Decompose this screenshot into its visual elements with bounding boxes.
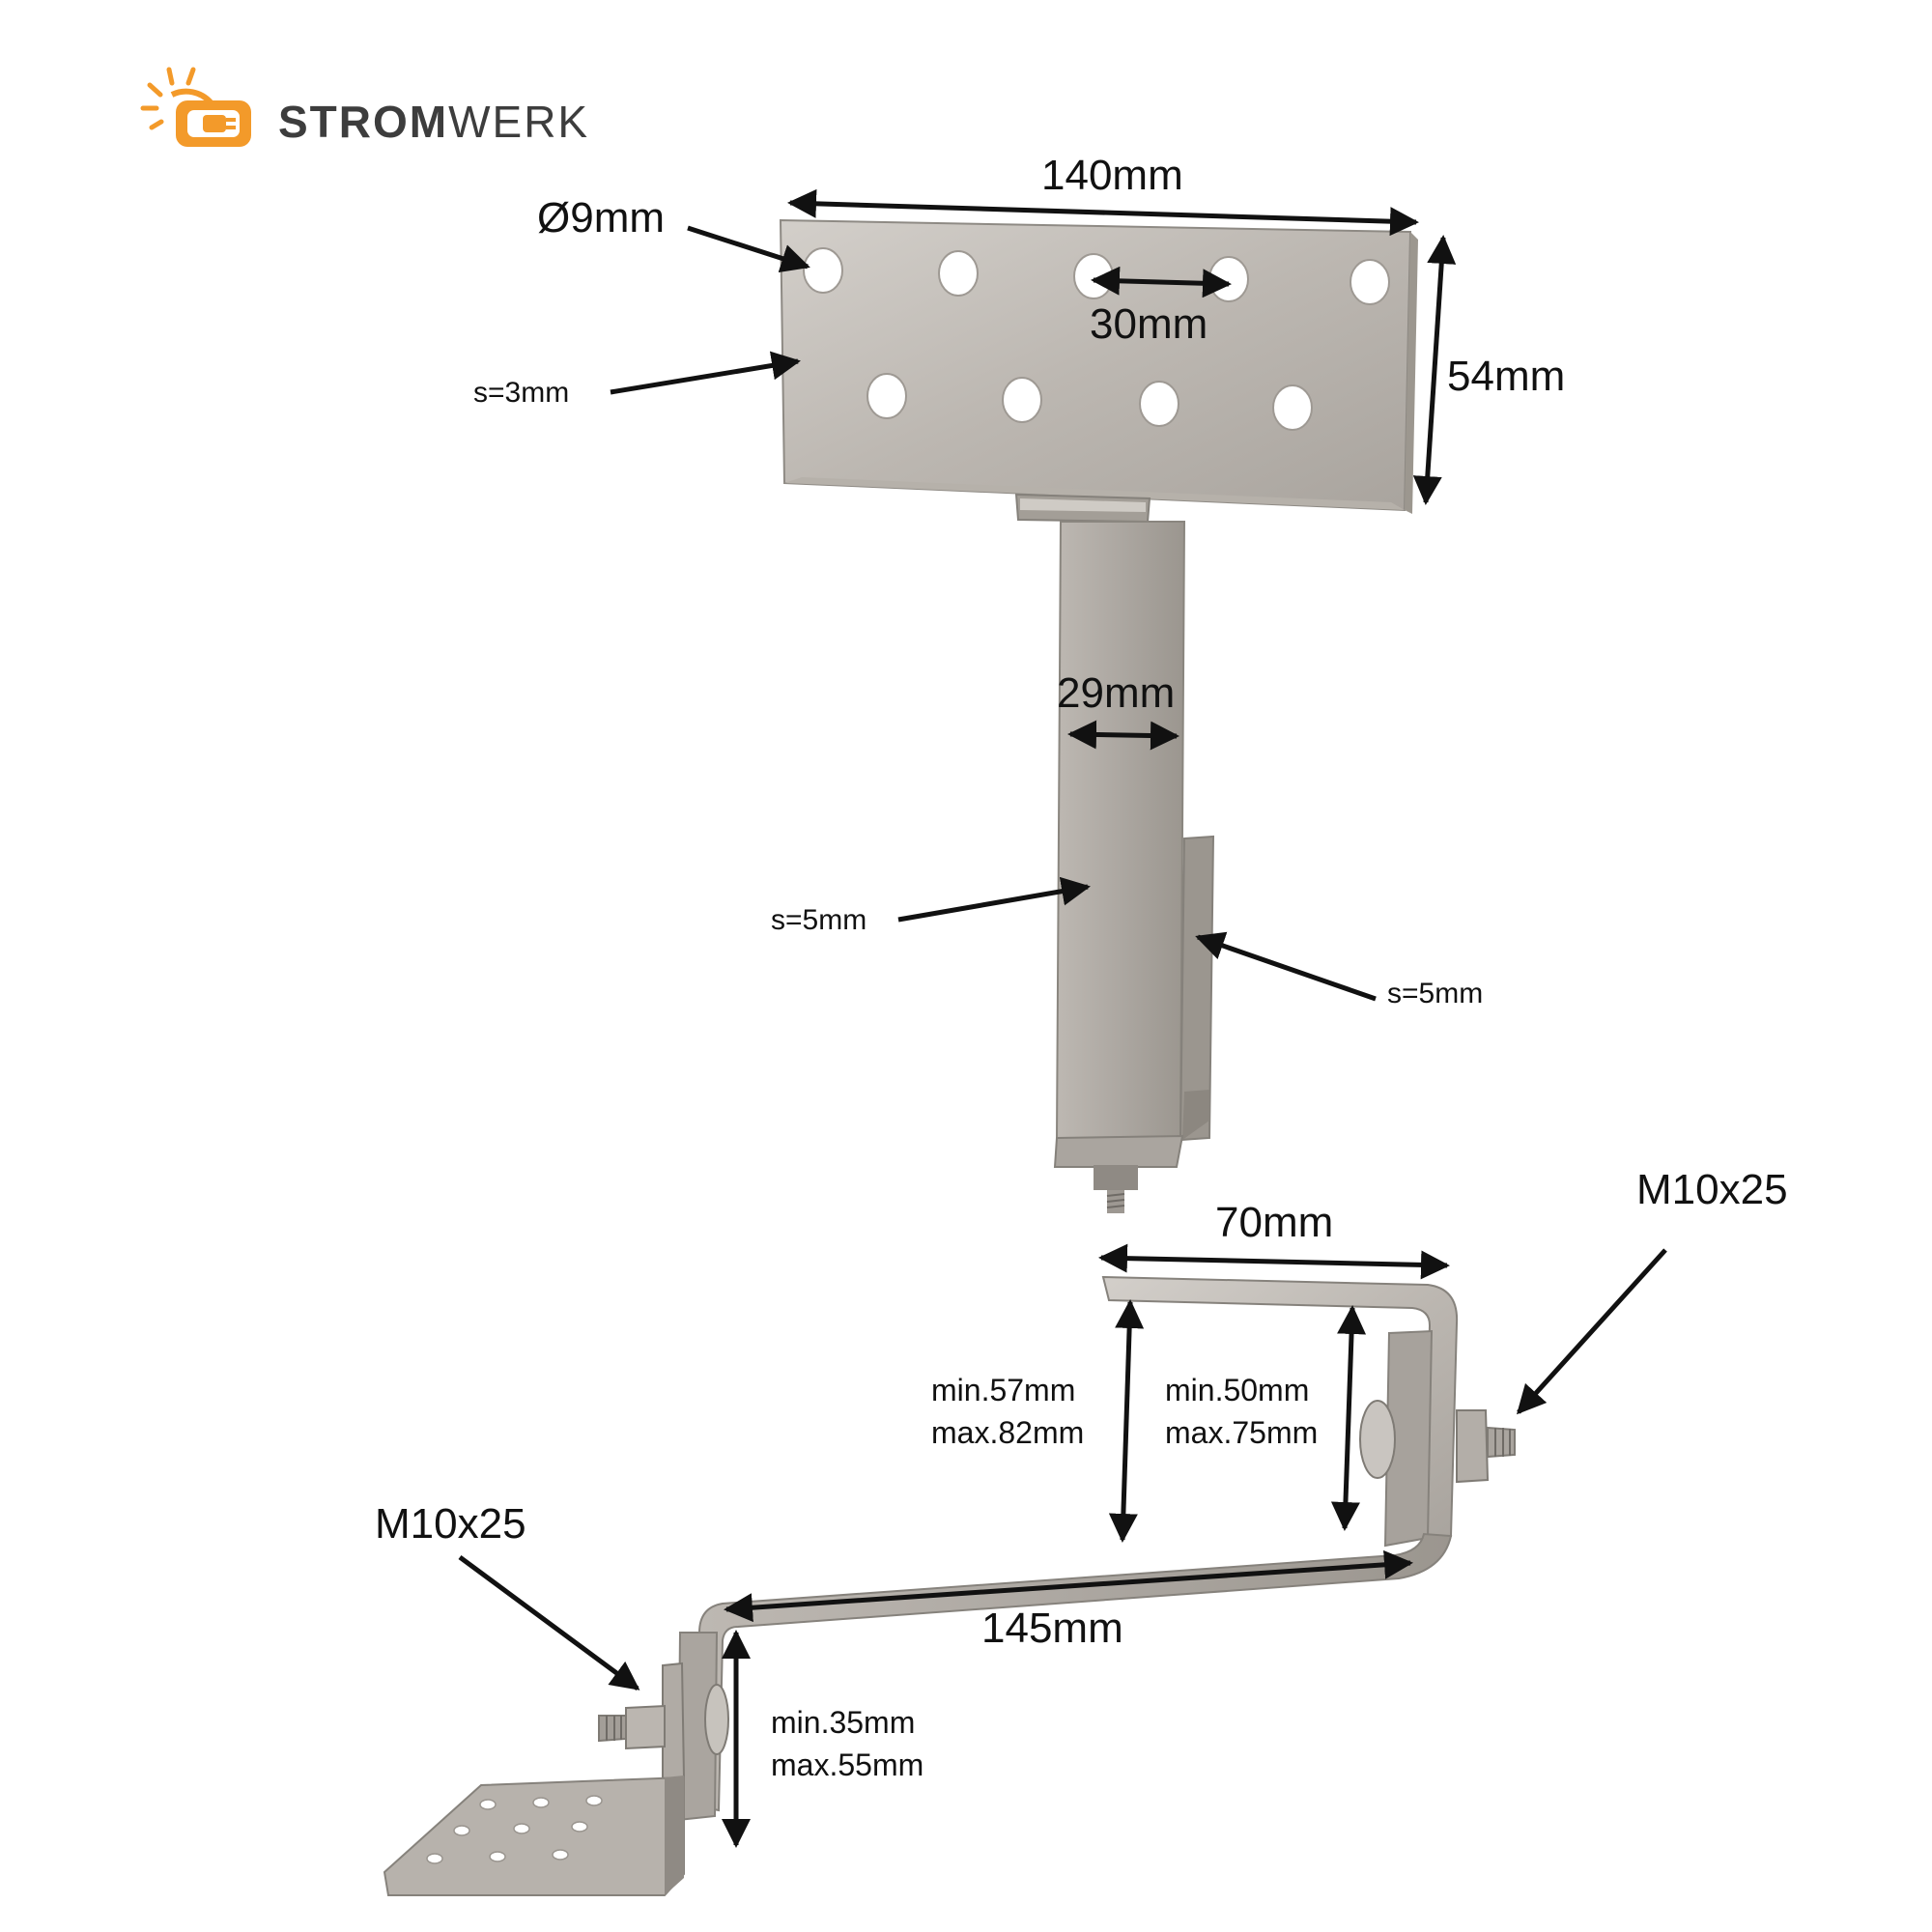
base-hole	[479, 1799, 497, 1810]
plate-width-arrow	[787, 188, 1419, 237]
inner-height-min-label: min.50mm	[1165, 1373, 1309, 1407]
bolt-right-label: M10x25	[1636, 1166, 1788, 1213]
roof-hook-bracket	[383, 1256, 1516, 1896]
base-holes	[426, 1795, 603, 1864]
plate-hole	[938, 250, 979, 297]
base-hole	[453, 1825, 470, 1836]
clamp-thickness-label: s=5mm	[1387, 978, 1483, 1009]
hole-spacing-label: 30mm	[1090, 300, 1208, 348]
inner-height-max-label: max.75mm	[1165, 1415, 1318, 1450]
base-hole	[532, 1797, 550, 1808]
outer-height-min-label: min.57mm	[931, 1373, 1075, 1407]
plate-hole	[1272, 384, 1313, 431]
dimension-arrows	[458, 188, 1667, 1848]
brand-logo: STROMWERK	[140, 67, 589, 147]
plate-hole	[803, 247, 843, 294]
plate-hole	[1002, 377, 1042, 423]
bolt-right-arrow	[1516, 1248, 1667, 1415]
base-height-max-label: max.55mm	[771, 1747, 923, 1782]
hole-diameter-arrow	[687, 225, 810, 272]
base-height-min-label: min.35mm	[771, 1705, 915, 1740]
hole-diameter-label: Ø9mm	[537, 194, 665, 242]
bolt-left-arrow	[458, 1554, 640, 1691]
base-hole	[489, 1851, 506, 1862]
brand-name-light: WERK	[448, 97, 589, 147]
bolt-left-label: M10x25	[375, 1500, 526, 1548]
outer-height-max-label: max.82mm	[931, 1415, 1084, 1450]
plate-height-label: 54mm	[1447, 353, 1565, 400]
plate-hole	[1073, 253, 1114, 299]
top-leg-length-arrow	[1098, 1243, 1450, 1280]
plate-height-arrow	[1412, 235, 1457, 505]
brand-name: STROMWERK	[278, 97, 589, 147]
hook-arm	[1014, 493, 1215, 1213]
plate-thickness-label: s=3mm	[473, 377, 569, 409]
sun-plug-icon	[140, 67, 251, 147]
arm-width-arrow	[1067, 720, 1179, 751]
base-hole	[513, 1823, 530, 1834]
plate-hole	[1350, 259, 1390, 305]
base-hole	[426, 1853, 443, 1864]
base-hole	[571, 1821, 588, 1833]
base-hole	[552, 1849, 569, 1861]
arm-thickness-arrow	[897, 876, 1091, 923]
outer-height-arrow	[1108, 1299, 1145, 1543]
plate-thickness-arrow	[610, 351, 801, 395]
base-hole	[585, 1795, 603, 1806]
inner-height-arrow	[1330, 1305, 1367, 1531]
plate-width-label: 140mm	[1041, 152, 1183, 199]
hole-spacing-arrow	[1091, 266, 1232, 298]
arm-thickness-label: s=5mm	[771, 904, 867, 936]
arm-width-label: 29mm	[1057, 669, 1175, 717]
mounting-plate	[779, 218, 1418, 514]
brand-name-bold: STROM	[278, 97, 448, 147]
plate-hole	[867, 373, 907, 419]
plate-hole	[1208, 256, 1249, 302]
bottom-leg-length-label: 145mm	[981, 1605, 1123, 1652]
bottom-leg-length-arrow	[724, 1549, 1413, 1623]
clamp-thickness-arrow	[1195, 931, 1377, 1002]
top-leg-length-label: 70mm	[1215, 1199, 1333, 1246]
plate-hole	[1139, 381, 1179, 427]
